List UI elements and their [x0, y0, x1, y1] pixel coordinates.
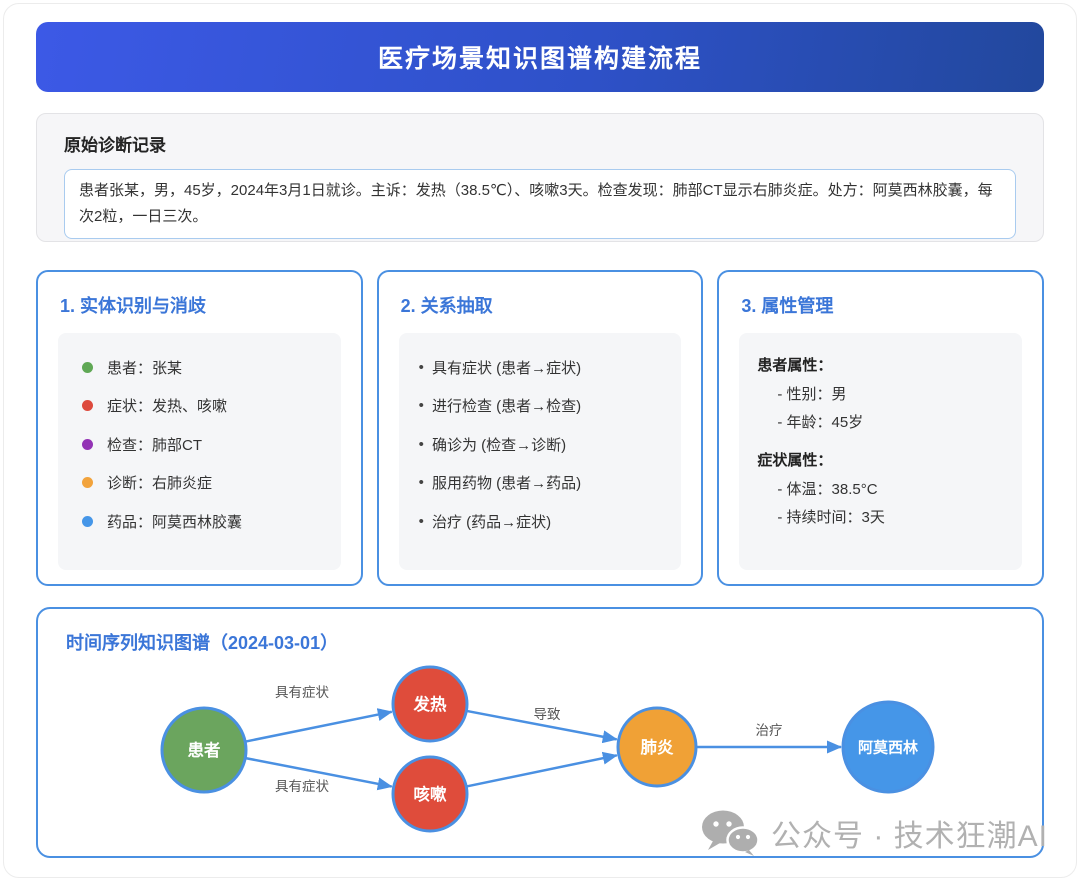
relation-item: • 具有症状 (患者→症状) — [417, 348, 664, 387]
card-attribute-management: 3. 属性管理 患者属性： - 性别：男 - 年龄：45岁症状属性： - 体温：38.… — [717, 270, 1045, 586]
relation-text: 服用药物 (患者→药品) — [431, 475, 582, 493]
graph-node-fever — [391, 665, 469, 743]
graph-edge — [466, 751, 618, 788]
entity-item: 药品：阿莫西林胶囊 — [76, 502, 323, 541]
graph-edge-label: 导致 — [534, 707, 562, 722]
relation-list: • 具有症状 (患者→症状) • 进行检查 (患者→检查) • 确诊为 (检查→诊断) • 服… — [417, 348, 664, 541]
diagnosis-record-card: 原始诊断记录 患者张某，男，45岁，2024年3月1日就诊。主诉：发热（38.5… — [36, 113, 1044, 242]
knowledge-graph: 具有症状具有症状导致治疗患者发热咳嗽肺炎阿莫西林 — [160, 665, 935, 833]
entity-item: 诊断：右肺炎症 — [76, 464, 323, 503]
entity-dot-icon — [82, 438, 93, 450]
bullet-icon: • — [418, 474, 424, 492]
entity-dot-icon — [82, 477, 93, 489]
entity-item: 检查：肺部CT — [76, 425, 323, 464]
relation-panel: • 具有症状 (患者→症状) • 进行检查 (患者→检查) • 确诊为 (检查→诊断) • 服… — [398, 333, 682, 570]
record-text: 患者张某，男，45岁，2024年3月1日就诊。主诉：发热（38.5℃）、咳嗽3天… — [79, 182, 993, 225]
graph-edge-label: 具有症状 — [275, 779, 329, 794]
attribute-group: 症状属性： - 体温：38.5°C - 持续时间：3天 — [757, 449, 1004, 530]
entity-item: 患者：张某 — [76, 348, 323, 387]
relation-text: 具有症状 (患者→症状) — [431, 359, 582, 377]
entity-panel: 患者：张某症状：发热、咳嗽检查：肺部CT 诊断：右肺炎症药品：阿莫西林胶囊 — [58, 333, 341, 570]
attribute-line: - 体温：38.5°C — [777, 480, 878, 498]
attribute-group-label: 症状属性： — [757, 452, 833, 469]
entity-dot-icon — [82, 361, 93, 373]
graph-title: 时间序列知识图谱（2024-03-01） — [66, 633, 339, 653]
card-attribute-title: 3. 属性管理 — [741, 296, 834, 316]
entity-dot-icon — [82, 515, 93, 527]
card-relation-extraction: 2. 关系抽取 • 具有症状 (患者→症状) • 进行检查 (患者→检查) • 确诊为 (… — [376, 270, 704, 586]
bullet-icon: • — [418, 435, 424, 453]
relation-item: • 服用药物 (患者→药品) — [417, 464, 664, 503]
graph-node-label: 患者 — [188, 740, 221, 760]
entity-text: 诊断：右肺炎症 — [107, 475, 213, 493]
entity-dot-icon — [82, 400, 93, 412]
graph-node-pneumonia — [616, 706, 698, 788]
attribute-group-label: 患者属性： — [757, 357, 833, 374]
entity-item: 症状：发热、咳嗽 — [76, 387, 323, 426]
graph-edge-label: 治疗 — [756, 723, 783, 738]
graph-edge — [245, 708, 393, 743]
graph-node-label: 阿莫西林 — [858, 739, 919, 757]
steps-row: 1. 实体识别与消歧 患者：张某症状：发热、咳嗽检查：肺部CT 诊断：右肺炎症药品… — [36, 270, 1045, 586]
graph-edge — [245, 756, 393, 791]
card-entity-title: 1. 实体识别与消歧 — [60, 296, 207, 316]
relation-item: • 确诊为 (检查→诊断) — [417, 425, 664, 464]
attribute-panel: 患者属性： - 性别：男 - 年龄：45岁症状属性： - 体温：38.5°C - 持续时… — [739, 333, 1023, 570]
card-entity-recognition: 1. 实体识别与消歧 患者：张某症状：发热、咳嗽检查：肺部CT 诊断：右肺炎症药品… — [36, 270, 363, 586]
record-text-box: 患者张某，男，45岁，2024年3月1日就诊。主诉：发热（38.5℃）、咳嗽3天… — [64, 169, 1016, 239]
relation-text: 确诊为 (检查→诊断) — [431, 436, 567, 454]
attribute-group: 患者属性： - 性别：男 - 年龄：45岁 — [757, 354, 1004, 435]
graph-node-patient — [160, 706, 248, 794]
bullet-icon: • — [418, 397, 424, 415]
title-banner: 医疗场景知识图谱构建流程 — [36, 22, 1044, 92]
graph-edge — [467, 709, 618, 744]
entity-text: 患者：张某 — [107, 359, 183, 377]
relation-text: 治疗 (药品→症状) — [431, 513, 552, 531]
relation-item: • 治疗 (药品→症状) — [417, 502, 664, 541]
entity-list: 患者：张某症状：发热、咳嗽检查：肺部CT 诊断：右肺炎症药品：阿莫西林胶囊 — [76, 348, 323, 541]
bullet-icon: • — [418, 512, 424, 530]
graph-node-label: 发热 — [413, 694, 448, 714]
graph-node-label: 肺炎 — [641, 738, 675, 757]
graph-node-amoxicillin — [841, 700, 935, 794]
graph-edge-label: 具有症状 — [275, 685, 329, 700]
attribute-line: - 性别：男 — [777, 385, 847, 403]
wechat-icon — [701, 810, 759, 856]
watermark-text: 公众号 · 技术狂潮AI — [770, 820, 1048, 853]
graph-node-cough — [391, 755, 469, 833]
card-relation-title: 2. 关系抽取 — [400, 296, 493, 316]
graph-node-label: 咳嗽 — [414, 784, 448, 804]
timeline-graph-card: 时间序列知识图谱（2024-03-01） 具有症状具有症状导致治疗患者发热咳嗽肺… — [36, 607, 1044, 858]
bullet-icon: • — [418, 358, 424, 376]
attribute-groups: 患者属性： - 性别：男 - 年龄：45岁症状属性： - 体温：38.5°C - 持续时… — [757, 354, 1004, 530]
relation-item: • 进行检查 (患者→检查) — [417, 387, 664, 426]
entity-text: 检查：肺部CT — [107, 436, 202, 454]
page-title: 医疗场景知识图谱构建流程 — [377, 45, 702, 73]
entity-text: 药品：阿莫西林胶囊 — [107, 513, 243, 531]
attribute-line: - 持续时间：3天 — [777, 508, 885, 526]
relation-text: 进行检查 (患者→检查) — [431, 398, 582, 416]
entity-text: 症状：发热、咳嗽 — [107, 398, 228, 416]
watermark: 公众号 · 技术狂潮AI — [701, 810, 1048, 856]
attribute-line: - 年龄：45岁 — [777, 413, 864, 431]
record-heading: 原始诊断记录 — [64, 136, 166, 155]
